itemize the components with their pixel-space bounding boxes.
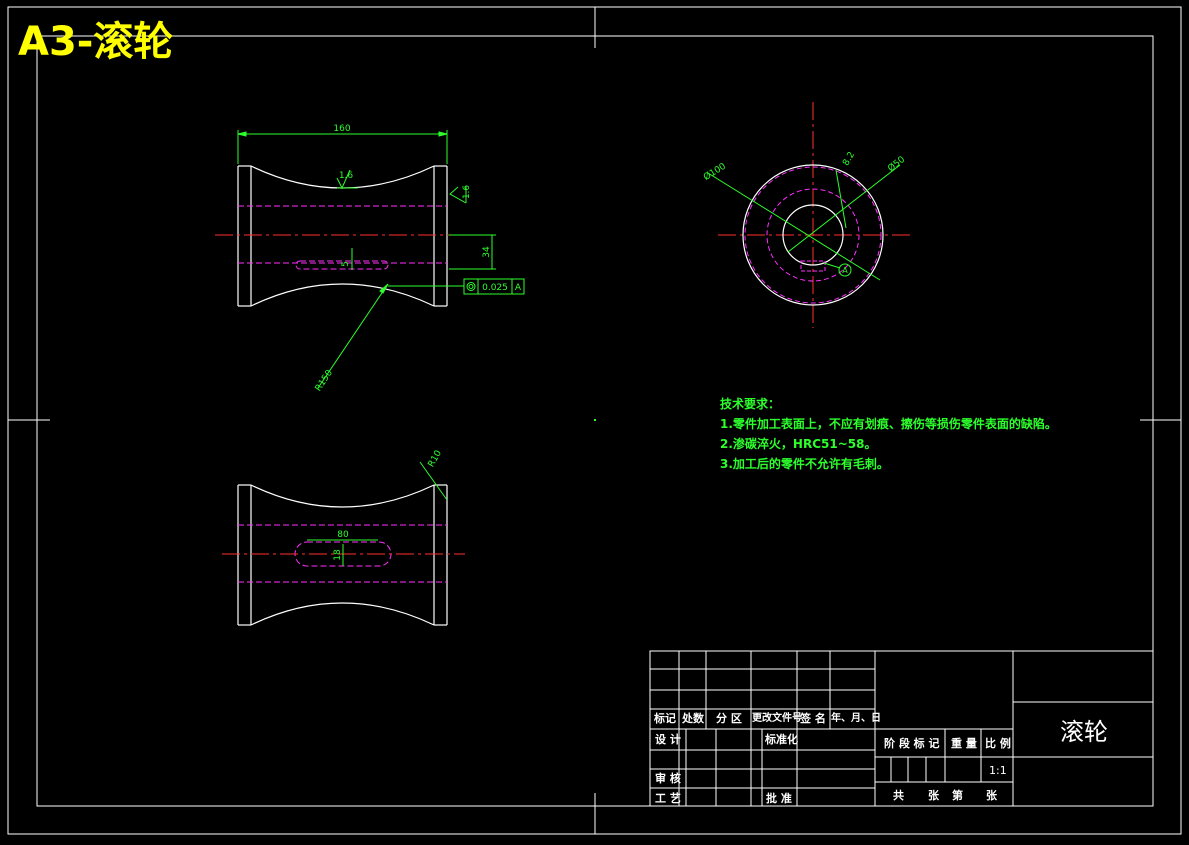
front-view: 160 1.6 1.6 34 5 0.025 A R150 [215, 124, 525, 393]
tb-zhang1: 张 [928, 789, 939, 802]
tb-zhang2: 张 [986, 789, 997, 802]
requirements-heading: 技术要求： [720, 397, 781, 411]
tb-zhongliang: 重 量 [951, 737, 977, 750]
dim-slot-length: 80 [337, 530, 349, 540]
tb-biaoji: 标记 [654, 712, 676, 725]
tb-bili: 比 例 [985, 737, 1011, 750]
dim-slot-depth: 5 [341, 261, 351, 267]
tolerance-value: 0.025 [482, 283, 508, 293]
part-name: 滚轮 [1060, 718, 1108, 746]
dim-radius-edge: R10 [427, 449, 445, 470]
roughness-right: 1.6 [462, 185, 472, 200]
tb-qianming: 签 名 [800, 712, 826, 725]
roughness-top: 1.6 [339, 171, 354, 181]
drawing-title: A3-滚轮 [18, 19, 174, 65]
tb-biaozhunhua: 标准化 [765, 733, 798, 746]
dim-height: 34 [482, 246, 492, 258]
tb-gong: 共 [893, 789, 904, 802]
tb-scale: 1:1 [989, 764, 1007, 777]
dim-dia-inner: Ø50 [886, 154, 908, 174]
tb-pizhun: 批 准 [766, 792, 792, 805]
requirement-2: 2.渗碳淬火，HRC51~58。 [720, 437, 877, 451]
tb-sheji: 设 计 [655, 733, 681, 746]
top-view: 80 18 R10 [222, 449, 465, 626]
tb-jieduan: 阶 段 标 记 [884, 737, 940, 750]
dim-slot-width: 18 [333, 549, 343, 561]
datum-marker: A [842, 266, 848, 275]
tb-gongyi: 工 艺 [655, 792, 681, 805]
tb-gengai: 更改文件号 [752, 713, 802, 724]
dim-wall: 8.2 [841, 150, 857, 167]
side-view: Ø100 Ø50 8.2 A [701, 102, 910, 328]
tb-fenqu: 分 区 [716, 712, 742, 725]
datum-label: A [515, 283, 522, 293]
requirement-1: 1.零件加工表面上，不应有划痕、擦伤等损伤零件表面的缺陷。 [720, 417, 1057, 431]
title-block-lines [649, 650, 1154, 807]
center-mark [594, 419, 596, 421]
tb-di: 第 [952, 789, 963, 802]
sheet-frame [7, 6, 1182, 835]
tb-shenhe: 审 核 [655, 772, 681, 785]
requirement-3: 3.加工后的零件不允许有毛刺。 [720, 457, 889, 471]
dim-radius-arc: R150 [314, 368, 336, 393]
dim-dia-outer: Ø100 [701, 161, 728, 183]
tb-nianyueri: 年、月、日 [831, 713, 881, 724]
dim-length: 160 [333, 124, 350, 134]
tb-chushu: 处数 [682, 712, 704, 725]
